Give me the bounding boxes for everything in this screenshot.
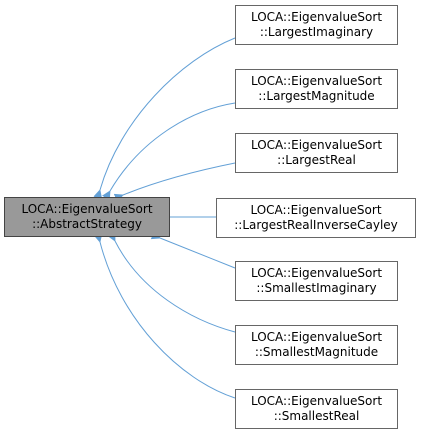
edge-largest-real bbox=[113, 162, 236, 203]
node-abstract-strategy[interactable]: LOCA::EigenvalueSort ::AbstractStrategy bbox=[4, 197, 170, 237]
node-smallest-magnitude-line2: ::SmallestMagnitude bbox=[254, 345, 379, 359]
node-abstract-strategy-line2: ::AbstractStrategy bbox=[32, 217, 142, 231]
node-largest-real-line2: ::LargestReal bbox=[277, 153, 356, 167]
node-largest-real-line1: LOCA::EigenvalueSort bbox=[250, 138, 383, 152]
node-smallest-real-line2: ::SmallestReal bbox=[273, 409, 360, 423]
edge-smallest-magnitude bbox=[107, 231, 236, 333]
node-largest-real-inverse-cayley[interactable]: LOCA::EigenvalueSort ::LargestRealInvers… bbox=[216, 198, 416, 238]
node-largest-magnitude[interactable]: LOCA::EigenvalueSort ::LargestMagnitude bbox=[235, 69, 398, 109]
node-largest-magnitude-line1: LOCA::EigenvalueSort bbox=[250, 74, 383, 88]
node-largest-imaginary[interactable]: LOCA::EigenvalueSort ::LargestImaginary bbox=[235, 5, 398, 45]
edge-largest-imaginary bbox=[93, 37, 236, 200]
node-smallest-real-line1: LOCA::EigenvalueSort bbox=[250, 394, 383, 408]
node-largest-imaginary-line2: ::LargestImaginary bbox=[259, 25, 374, 39]
node-smallest-imaginary[interactable]: LOCA::EigenvalueSort ::SmallestImaginary bbox=[235, 261, 398, 301]
node-smallest-magnitude[interactable]: LOCA::EigenvalueSort ::SmallestMagnitude bbox=[235, 325, 398, 365]
edge-smallest-imaginary bbox=[150, 230, 236, 269]
node-largest-magnitude-line2: ::LargestMagnitude bbox=[258, 89, 375, 103]
node-largest-real[interactable]: LOCA::EigenvalueSort ::LargestReal bbox=[235, 133, 398, 173]
node-smallest-imaginary-line2: ::SmallestImaginary bbox=[256, 281, 377, 295]
node-smallest-magnitude-line1: LOCA::EigenvalueSort bbox=[250, 330, 383, 344]
node-largest-real-inverse-cayley-line1: LOCA::EigenvalueSort bbox=[250, 203, 382, 217]
node-largest-imaginary-line1: LOCA::EigenvalueSort bbox=[250, 10, 383, 24]
edge-largest-magnitude bbox=[102, 102, 236, 201]
node-largest-real-inverse-cayley-line2: ::LargestRealInverseCayley bbox=[234, 218, 398, 232]
edge-smallest-real bbox=[93, 233, 236, 399]
node-smallest-real[interactable]: LOCA::EigenvalueSort ::SmallestReal bbox=[235, 389, 398, 429]
node-abstract-strategy-line1: LOCA::EigenvalueSort bbox=[21, 202, 153, 216]
node-smallest-imaginary-line1: LOCA::EigenvalueSort bbox=[250, 266, 383, 280]
